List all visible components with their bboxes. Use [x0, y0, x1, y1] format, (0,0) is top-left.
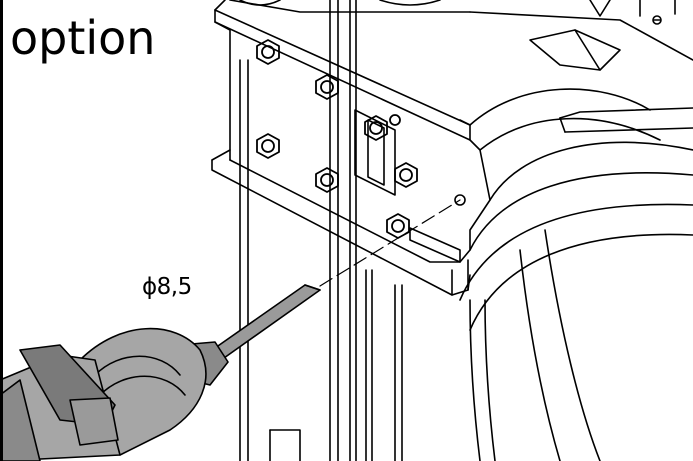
side-arm	[529, 29, 693, 133]
frame-post	[239, 0, 403, 461]
drill-diameter-label: ϕ8,5	[142, 274, 192, 300]
drill-centerline	[319, 199, 461, 287]
slotted-plate	[354, 109, 466, 263]
frame-edge	[0, 0, 3, 461]
top-housing	[214, 0, 693, 61]
bolt-icon	[256, 39, 418, 239]
drill-bit	[214, 284, 321, 359]
lower-bracket	[211, 139, 491, 296]
curved-frame	[459, 88, 693, 461]
upper-bracket	[214, 9, 471, 161]
option-heading: option	[10, 8, 158, 68]
drill-icon	[0, 327, 229, 461]
